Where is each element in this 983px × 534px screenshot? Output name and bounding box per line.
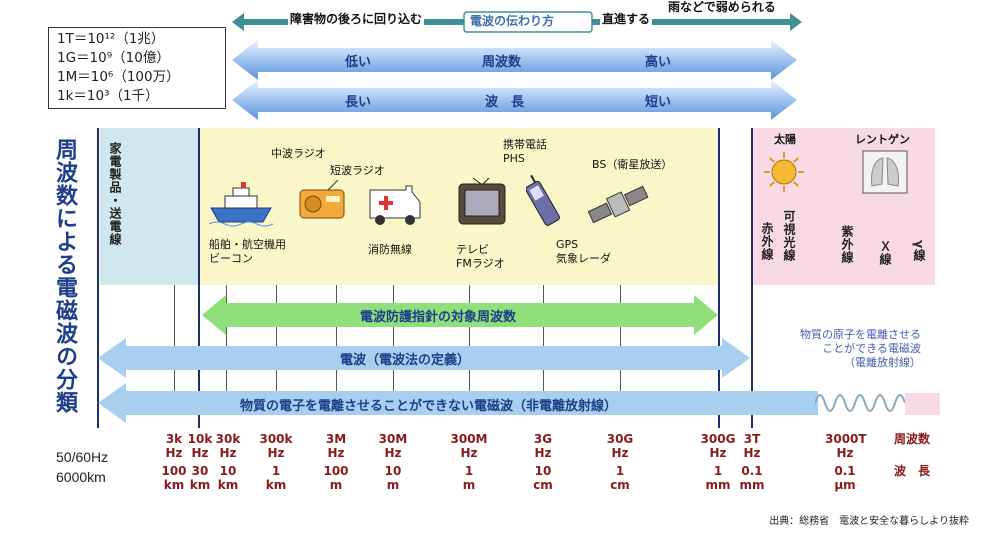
wave-label: 100 km — [161, 464, 187, 492]
freq-label: 3000T Hz — [825, 432, 867, 460]
ship-label: 船舶・航空機用 ビーコン — [209, 238, 286, 265]
unit-legend-box: 1T＝10¹²（1兆） 1G＝10⁹（10億） 1M＝10⁶（100万） 1k＝… — [48, 27, 226, 109]
source-credit: 出典：総務省 電波と安全な暮らしより抜粋 — [769, 516, 969, 527]
ionizing-note: 物質の原子を電離させる ことができる電磁波 （電離放射線） — [800, 328, 921, 369]
freq-label: 3k Hz — [165, 432, 183, 460]
sun-icon — [764, 152, 804, 192]
unit-line: 1k＝10³（1千） — [57, 88, 159, 104]
unit-line: 1G＝10⁹（10億） — [57, 50, 170, 66]
freq-label: 300k Hz — [259, 432, 293, 460]
wave-label: 100 m — [323, 464, 349, 492]
guideline-arrow — [202, 295, 718, 335]
grid-tick — [276, 285, 277, 395]
mobile-phone-icon — [526, 174, 560, 226]
sw-radio-label: 短波ラジオ — [330, 164, 385, 177]
freq-low-label: 低い — [345, 55, 372, 70]
infrared-label: 赤外線 — [760, 222, 774, 261]
freq-high-label: 高い — [645, 55, 672, 70]
gamma-label: γ線 — [912, 240, 926, 263]
grid-tick — [226, 285, 227, 395]
gps-label: GPS 気象レーダ — [556, 238, 611, 265]
freq-label: 10k Hz — [187, 432, 213, 460]
wave-label: 0.1 μm — [834, 464, 856, 492]
radio-definition-arrow — [98, 338, 750, 378]
wave-label: 0.1 mm — [739, 464, 765, 492]
x-ray-band-label: Ｘ線 — [878, 240, 892, 266]
freq-label: 30G Hz — [606, 432, 634, 460]
grid-tick — [543, 285, 544, 395]
freq-label: 3T Hz — [743, 432, 761, 460]
wave-label: 1 cm — [610, 464, 630, 492]
mw-radio-icon — [299, 180, 345, 219]
ship-icon — [208, 182, 274, 227]
freq-label: 300M Hz — [450, 432, 488, 460]
satellite-icon — [588, 185, 649, 224]
grid-tick — [469, 285, 470, 395]
grid-tick — [620, 285, 621, 395]
unit-line: 1T＝10¹²（1兆） — [57, 31, 165, 47]
fire-label: 消防無線 — [368, 243, 412, 256]
band-appliances — [100, 128, 200, 285]
freq-label: 3G Hz — [533, 432, 553, 460]
ambulance-icon — [369, 185, 421, 225]
freq-center-label: 周波数 — [482, 55, 522, 70]
tv-label: テレビ FMラジオ — [456, 243, 505, 270]
wave-label: 1 m — [462, 464, 476, 492]
wave-low-label: 長い — [345, 95, 372, 110]
freq-label: 30M Hz — [378, 432, 408, 460]
boundary-line — [751, 128, 753, 428]
propagation-arrow — [232, 11, 802, 33]
mw-radio-label: 中波ラジオ — [271, 147, 326, 160]
frequency-arrow — [232, 40, 797, 80]
freq-label: 3M Hz — [325, 432, 347, 460]
wave-label: 1 km — [265, 464, 287, 492]
sun-label: 太陽 — [774, 133, 796, 146]
boundary-line — [97, 128, 99, 428]
propagation-center-label: 電波の伝わり方 — [470, 14, 555, 28]
visible-light-label: 可視光線 — [782, 210, 796, 262]
wave-label: 10 km — [217, 464, 239, 492]
wave-axis-title: 波 長 — [893, 464, 930, 478]
non-ionizing-arrow — [98, 383, 818, 423]
grid-tick — [174, 285, 175, 395]
wave-label: 1 mm — [705, 464, 731, 492]
wave-high-label: 短い — [645, 95, 672, 110]
non-ionizing-label: 物質の電子を電離させることができない電磁波（非電離放射線） — [240, 399, 618, 414]
hz-note: 50/60Hz — [56, 449, 109, 465]
radio-definition-label: 電波（電波法の定義） — [340, 353, 471, 368]
transition-wave-icon — [815, 393, 940, 415]
wave-center-label: 波 長 — [485, 95, 525, 110]
wavelength-arrow — [232, 80, 797, 120]
km-note: 6000km — [56, 469, 106, 485]
tv-icon — [458, 178, 506, 225]
freq-axis-title: 周波数 — [893, 432, 930, 446]
appliances-label: 家電製品・送電線 — [108, 142, 122, 246]
uv-label: 紫外線 — [840, 225, 854, 264]
wave-label: 10 cm — [533, 464, 553, 492]
propagation-far-right-text: 雨などで弱められる — [666, 0, 778, 14]
mobile-label: 携帯電話 PHS — [503, 138, 547, 165]
grid-tick — [393, 285, 394, 395]
unit-line: 1M＝10⁶（100万） — [57, 69, 180, 85]
vertical-title: 周波数による電磁波の分類 — [52, 138, 77, 414]
boundary-line — [198, 128, 200, 428]
boundary-line — [718, 128, 720, 428]
xray-label: レントゲン — [855, 133, 910, 146]
wave-label: 30 km — [189, 464, 211, 492]
freq-label: 300G Hz — [700, 432, 736, 460]
bs-label: BS（衛星放送） — [592, 158, 673, 171]
freq-label: 30k Hz — [215, 432, 241, 460]
grid-tick — [336, 285, 337, 395]
guideline-label: 電波防護指針の対象周波数 — [360, 310, 517, 325]
propagation-left-text: 障害物の後ろに回り込む — [288, 12, 425, 26]
propagation-right-text: 直進する — [600, 12, 653, 26]
xray-icon — [862, 150, 908, 194]
wave-label: 10 m — [384, 464, 402, 492]
